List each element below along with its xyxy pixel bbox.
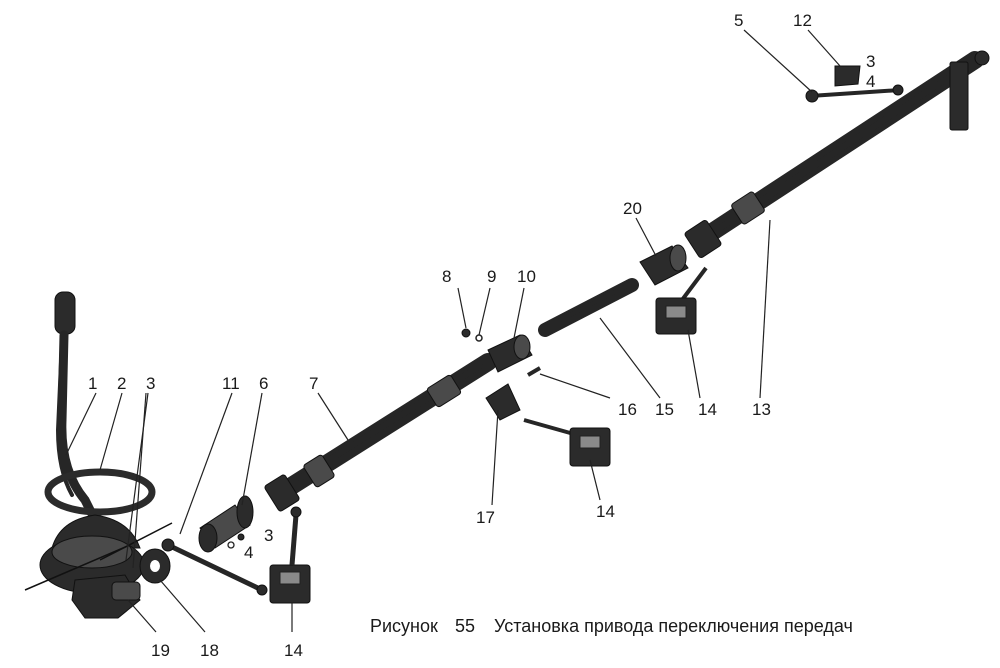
caption-text: Установка привода переключения передач (494, 616, 853, 636)
callout-10: 10 (517, 267, 536, 286)
callout-11: 11 (222, 374, 240, 393)
lever-part-17 (485, 383, 521, 421)
callout-3-lower: 3 (264, 526, 273, 545)
nut-part-8 (461, 328, 471, 338)
callout-3: 3 (146, 374, 155, 393)
callout-9: 9 (487, 267, 496, 286)
callout-labels: 1 2 3 11 6 7 3 4 8 9 10 16 15 14 13 17 1… (88, 11, 875, 660)
callout-4-upper: 4 (866, 72, 875, 91)
bracket-part-12 (834, 65, 861, 87)
washer-part-18 (139, 548, 171, 584)
callout-2: 2 (117, 374, 126, 393)
callout-3-upper: 3 (866, 52, 875, 71)
callout-1: 1 (88, 374, 97, 393)
bracket-part-14-lower (269, 506, 311, 604)
callout-14-lower: 14 (284, 641, 303, 660)
figure-caption: Рисунок 55 Установка привода переключени… (370, 616, 853, 636)
callout-19: 19 (151, 641, 170, 660)
callout-14-upper: 14 (698, 400, 717, 419)
callout-16: 16 (618, 400, 637, 419)
washers-near-part-6 (227, 533, 245, 549)
callout-15: 15 (655, 400, 674, 419)
callout-14-middle: 14 (596, 502, 615, 521)
callout-13: 13 (752, 400, 771, 419)
callout-4-lower: 4 (244, 543, 253, 562)
callout-12: 12 (793, 11, 812, 30)
caption-label: Рисунок (370, 616, 438, 636)
callout-5: 5 (734, 11, 743, 30)
shaft-part-15 (538, 278, 639, 337)
callout-6: 6 (259, 374, 268, 393)
callout-8: 8 (442, 267, 451, 286)
shaft-part-7 (264, 353, 497, 512)
joint-part-10 (487, 334, 533, 373)
joint-part-20 (639, 244, 689, 286)
bracket-part-14-middle (523, 418, 611, 467)
callout-17: 17 (476, 508, 495, 527)
shaft-part-13 (684, 50, 990, 259)
leader-lines (65, 29, 841, 633)
caption-number: 55 (455, 616, 475, 636)
rod-part-5 (805, 84, 904, 103)
coupling-sleeve-part-6 (198, 495, 254, 553)
pin-part-16 (526, 366, 542, 377)
callout-18: 18 (200, 641, 219, 660)
callout-20: 20 (623, 199, 642, 218)
bracket-part-14-upper (655, 266, 708, 335)
link-rod-part-11 (161, 538, 268, 596)
callout-7: 7 (309, 374, 318, 393)
washer-part-9 (475, 334, 483, 342)
